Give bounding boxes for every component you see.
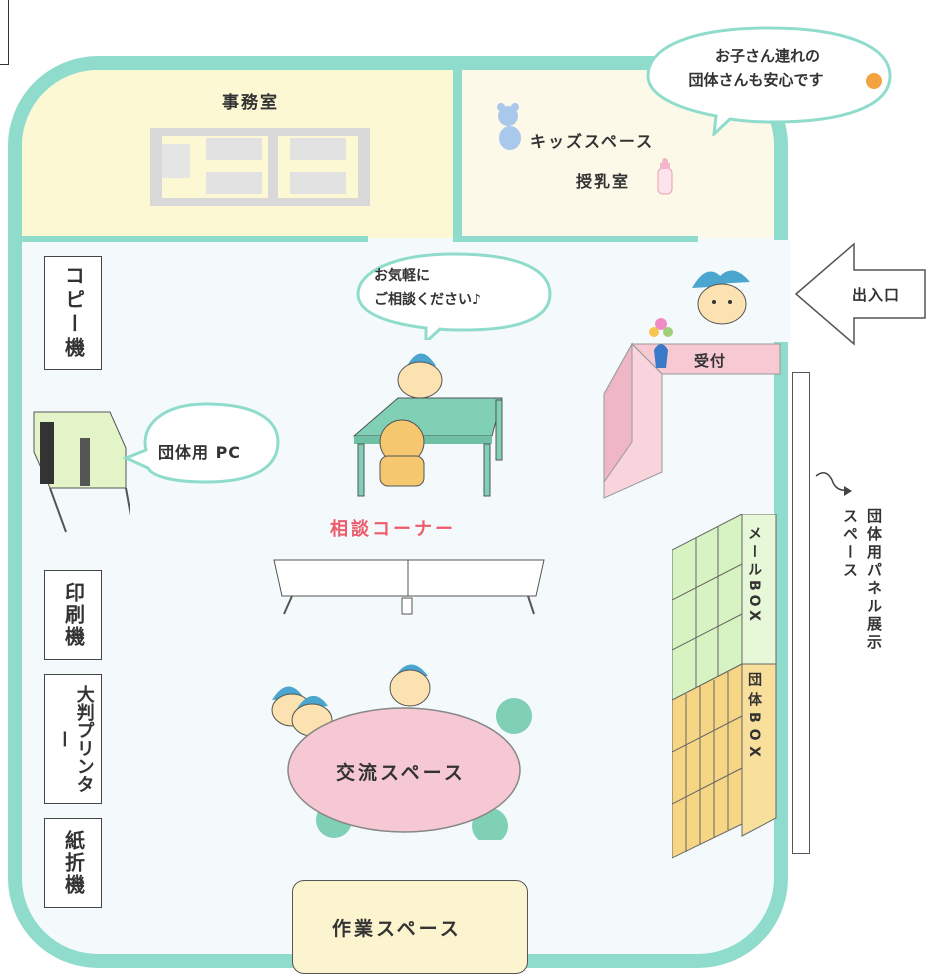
consult-table [352,353,503,497]
copier-label: コピー機 [61,265,86,361]
office-kids-divider [453,70,462,240]
office-desk-icon [150,128,370,206]
panel-space-label: 団体用パネル展示スペース [841,508,883,652]
consult-bubble-line2: ご相談ください♪ [374,292,481,308]
consult-speech-bubble [356,252,552,340]
folding-machine-label: 紙折機 [61,830,86,896]
office-label: 事務室 [222,93,279,113]
mascot-icon [692,270,750,325]
printer: 印刷機 [44,570,102,660]
bear-icon [497,103,521,150]
partition-bench [273,559,545,615]
consult-corner-label: 相談コーナー [330,519,456,540]
consult-bubble-line1: お気軽に [374,268,430,284]
entrance-label: 出入口 [852,286,901,304]
baby-bottle-icon [657,158,673,195]
work-space [292,880,528,974]
curved-arrow-icon [815,472,852,496]
reception-counter [603,342,781,499]
kids-space-label: キッズスペース [530,132,655,151]
box-shelves [672,514,777,859]
group-box-label: 団体BOX [746,672,762,763]
panel-display-strip [792,372,810,854]
pc-desk [33,411,130,533]
kids-speech-bubble [646,26,892,136]
exchange-table [271,664,532,840]
printer-label: 印刷機 [61,582,86,648]
group-pc-label: 団体用 PC [158,443,242,462]
nursing-room-label: 授乳室 [576,172,631,191]
large-printer-label: 大判プリンター [53,685,95,793]
large-printer: 大判プリンター [44,674,102,804]
corner-frame [0,0,9,65]
work-space-label: 作業スペース [332,918,462,940]
smiley-icon [866,73,882,89]
mail-box-label: メールBOX [746,526,762,625]
entrance-arrow-icon [794,242,926,346]
office-bottom-wall [22,236,368,242]
pc-speech-bubble [122,402,280,484]
copier: コピー機 [44,256,102,370]
kids-bubble-line2: 団体さんも安心です [688,71,824,89]
flower-vase-icon [649,318,673,368]
exchange-space-label: 交流スペース [336,762,466,784]
kids-bubble-line1: お子さん連れの [714,47,820,65]
entrance-gap [774,240,790,342]
reception-label: 受付 [694,352,727,370]
kids-bottom-wall [453,236,698,242]
folding-machine: 紙折機 [44,818,102,908]
